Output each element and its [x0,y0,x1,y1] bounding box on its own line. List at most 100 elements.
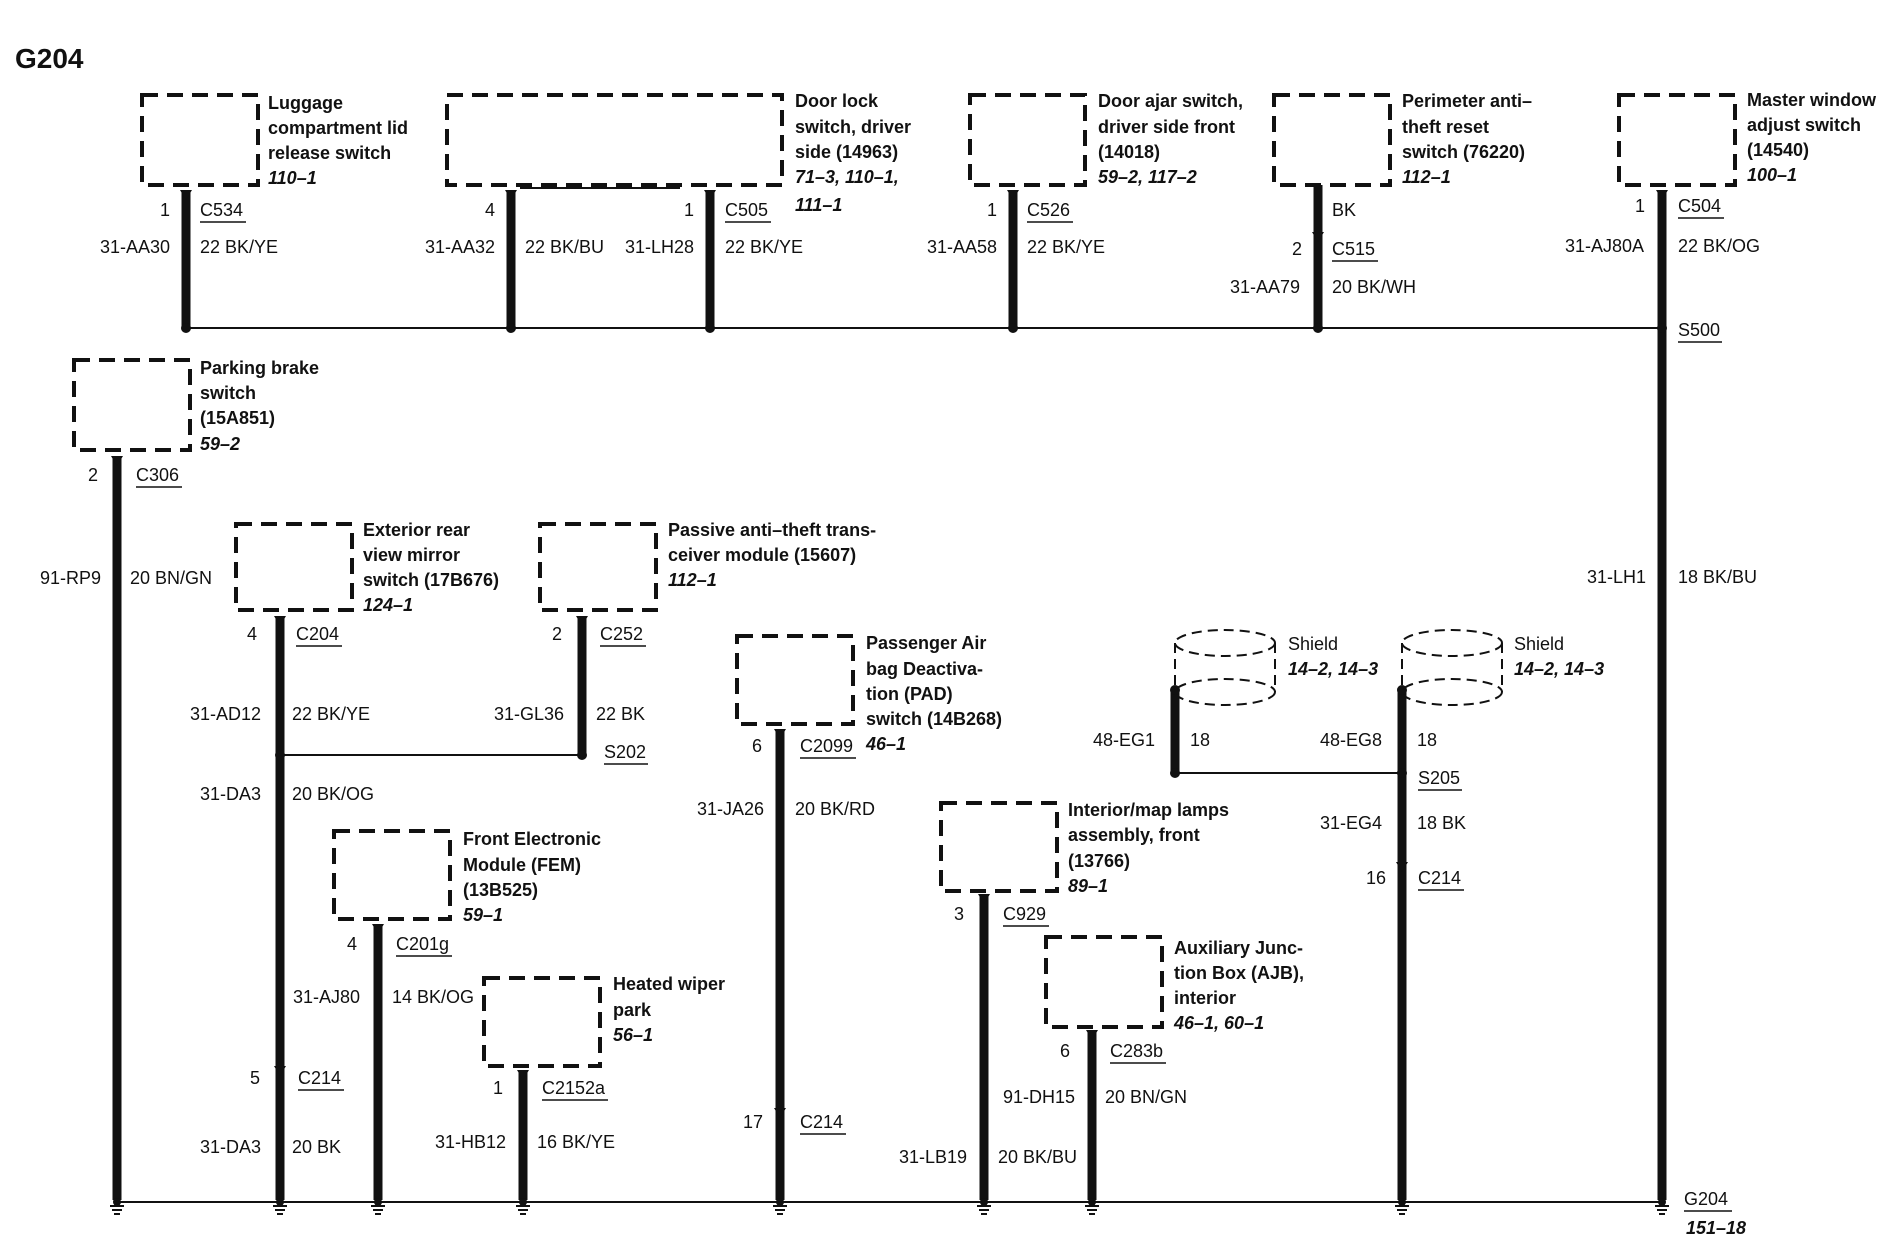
component-label-line: Master window [1747,90,1877,110]
door-ajar-switch-box [968,93,1087,187]
connector-c283b: C283b [1110,1041,1163,1061]
door-lock-switch: Door lock switch, driver side (14963) 71… [445,91,911,215]
component-label-line: switch (14B268) [866,709,1002,729]
component-ref: 89–1 [1068,876,1108,896]
connector-c306: C306 [136,465,179,485]
component-label-line: Heated wiper [613,974,725,994]
component-label-line: Auxiliary Junc- [1174,938,1303,958]
component-label-line: tion Box (AJB), [1174,963,1304,983]
component-label-line: Module (FEM) [463,855,581,875]
pin-number: 1 [1635,196,1645,216]
perimeter-switch: Perimeter anti– theft reset switch (7622… [1272,91,1532,187]
circuit-id: 31-LB19 [899,1147,967,1167]
connector-c526: C526 [1027,200,1070,220]
connector-arrow [774,1108,786,1118]
circuit-id: 31-LH1 [1587,567,1646,587]
component-label-line: Passive anti–theft trans- [668,520,876,540]
shield-1: Shield 14–2, 14–3 [1174,629,1378,706]
wire-spec: 20 BK/WH [1332,277,1416,297]
component-label-line: Perimeter anti– [1402,91,1532,111]
component-label-line: driver side front [1098,117,1235,137]
ground-icon [1395,1198,1409,1215]
component-ref: 56–1 [613,1025,653,1045]
wire-spec: 22 BK [596,704,645,724]
connector-arrow [1007,190,1019,200]
circuit-id: 31-AJ80 [293,987,360,1007]
door-ajar-switch: Door ajar switch, driver side front (140… [968,91,1243,187]
connector-arrow [1312,232,1324,242]
connector-c2099: C2099 [800,736,853,756]
pats-module-box [538,522,658,612]
splice-dot [1657,323,1667,333]
pin-number: 6 [752,736,762,756]
splice-s205: S205 [1418,768,1460,788]
splice-dot [275,750,285,760]
component-ref: 124–1 [363,595,413,615]
connector-c929: C929 [1003,904,1046,924]
component-label-line: side (14963) [795,142,898,162]
wire-spec: 22 BK/YE [292,704,370,724]
pin-number: 16 [1366,868,1386,888]
component-label-line: switch, driver [795,117,911,137]
circuit-id: 31-DA3 [200,784,261,804]
component-label-line: (15A851) [200,408,275,428]
luggage-switch: Luggage compartment lid release switch 1… [140,93,408,188]
wire-spec: 20 BN/GN [130,568,212,588]
wire-spec: 20 BN/GN [1105,1087,1187,1107]
connector-arrow [774,729,786,739]
circuit-id: 31-HB12 [435,1132,506,1152]
circuit-id: 31-DA3 [200,1137,261,1157]
shield-2: Shield 14–2, 14–3 [1401,629,1604,706]
connector-arrow [274,616,286,626]
splice-dot [1008,323,1018,333]
wire-spec: 22 BK/YE [1027,237,1105,257]
connector-c504: C504 [1678,196,1721,216]
ground-label: G204 [1684,1189,1728,1209]
pin-number: 17 [743,1112,763,1132]
circuit-id: 31-AA32 [425,237,495,257]
pin-number: 2 [88,465,98,485]
splice-s202: S202 [604,742,646,762]
parking-brake-switch-box [72,358,192,452]
circuit-id: 31-AA58 [927,237,997,257]
component-ref: 110–1 [268,168,317,188]
component-label-line: (14018) [1098,142,1160,162]
diagram-title: G204 [15,43,84,74]
splice-dot [705,323,715,333]
pin-number: 4 [347,934,357,954]
wire-spec: 20 BK [292,1137,341,1157]
wire-spec: 22 BK/OG [1678,236,1760,256]
pin-number: 2 [1292,239,1302,259]
connector-arrow [1086,1030,1098,1040]
component-label-line: switch [200,383,256,403]
pin-number: 2 [552,624,562,644]
shield-label: Shield [1288,634,1338,654]
component-label-line: switch (76220) [1402,142,1525,162]
component-ref: 71–3, 110–1, [795,167,899,187]
wire-spec: 22 BK/YE [725,237,803,257]
pats-module: Passive anti–theft trans- ceiver module … [538,520,876,612]
ajb: Auxiliary Junc- tion Box (AJB), interior… [1044,935,1304,1033]
circuit-id: 91-DH15 [1003,1087,1075,1107]
connector-arrow [274,1066,286,1076]
connector-arrow [1396,862,1408,872]
master-window-switch: Master window adjust switch (14540) 100–… [1617,90,1877,187]
ground-icon [110,1198,124,1215]
component-label-line: theft reset [1402,117,1489,137]
circuit-id: 31-LH28 [625,237,694,257]
pin-number: 1 [493,1078,503,1098]
pin-number: 4 [485,200,495,220]
splice-dot [506,323,516,333]
wiper-park-box [482,976,602,1068]
interior-lamps: Interior/map lamps assembly, front (1376… [939,800,1229,896]
splice-dot [1397,768,1407,778]
connector-arrow [505,190,517,200]
pin-number: 1 [684,200,694,220]
fem-module: Front Electronic Module (FEM) (13B525) 5… [332,829,601,925]
component-ref: 112–1 [668,570,717,590]
shield-ref: 14–2, 14–3 [1288,659,1378,679]
splice-dot [181,323,191,333]
component-label-line: assembly, front [1068,825,1200,845]
circuit-id: 31-JA26 [697,799,764,819]
